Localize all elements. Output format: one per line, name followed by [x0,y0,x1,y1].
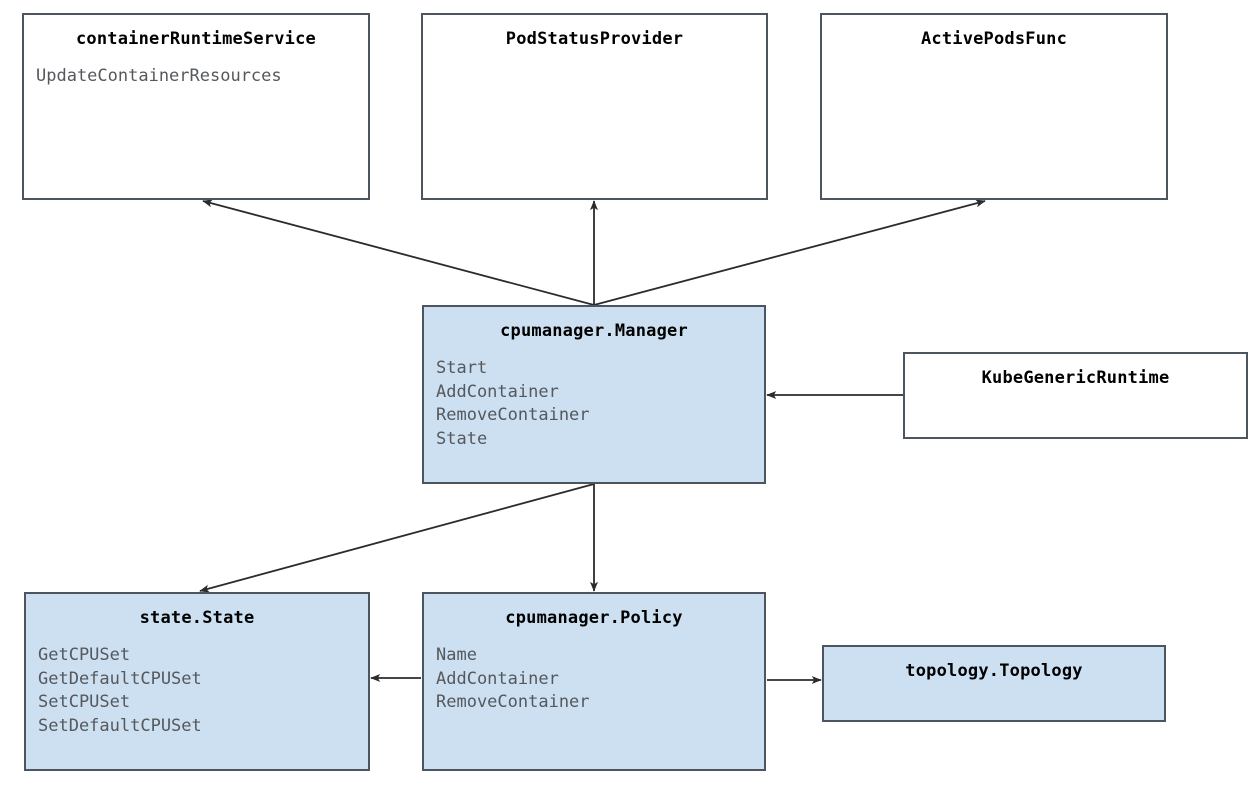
edge-manager-to-stateState [199,483,595,593]
class-member: RemoveContainer [436,692,590,713]
class-member: Name [436,645,477,666]
class-title-ActivePodsFunc: ActivePodsFunc [920,29,1068,49]
class-member: UpdateContainerResources [36,66,282,87]
uml-class-box-PodStatusProvider[interactable]: PodStatusProvider [421,13,768,200]
class-member: AddContainer [436,668,559,689]
edge-manager-to-containerRuntimeService [202,199,595,306]
class-title-topologyTopology: topology.Topology [905,661,1083,681]
class-member: AddContainer [436,381,559,402]
edge-manager-to-activePodsFunc [593,199,986,306]
class-member: GetCPUSet [38,645,131,666]
class-title-cpumanagerPolicy: cpumanager.Policy [505,608,683,628]
class-member: RemoveContainer [436,405,590,426]
class-member: Start [436,358,488,379]
class-title-cpumanagerManager: cpumanager.Manager [500,321,688,341]
uml-class-box-ActivePodsFunc[interactable]: ActivePodsFunc [820,13,1168,200]
class-member: State [436,428,488,449]
class-member: SetCPUSet [38,692,131,713]
class-member: GetDefaultCPUSet [38,668,202,689]
class-title-PodStatusProvider: PodStatusProvider [505,29,684,49]
class-title-containerRuntimeService: containerRuntimeService [75,29,316,49]
uml-class-box-topologyTopology[interactable]: topology.Topology [822,645,1166,722]
class-members-containerRuntimeService: UpdateContainerResources [24,65,368,88]
uml-class-box-KubeGenericRuntime[interactable]: KubeGenericRuntime [903,352,1248,439]
class-title-KubeGenericRuntime: KubeGenericRuntime [981,368,1170,388]
class-title-stateState: state.State [139,608,255,628]
class-member: SetDefaultCPUSet [38,715,202,736]
